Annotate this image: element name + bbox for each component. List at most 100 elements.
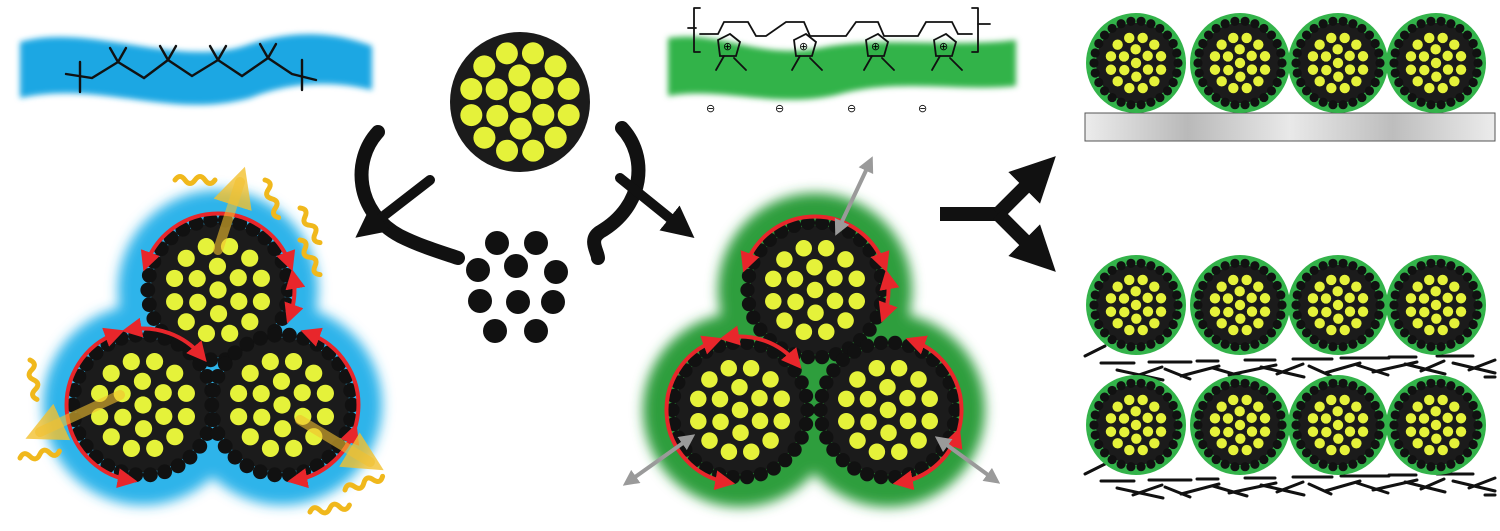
fiber [1355, 481, 1390, 495]
shell-bead [665, 402, 680, 418]
substrate-bar [1084, 112, 1496, 142]
particle-spot [1412, 76, 1423, 87]
particle-spot [496, 139, 519, 162]
particle-spot [720, 443, 738, 460]
shell-bead [1394, 400, 1404, 411]
particle-spot [773, 412, 790, 430]
shell-bead [1162, 392, 1173, 402]
particle-spot [1259, 306, 1271, 317]
particle-spot [532, 103, 555, 126]
particle-spot [166, 269, 184, 288]
particle-spot [910, 432, 927, 449]
particle-spot [1142, 292, 1153, 304]
particle-spot [1137, 394, 1148, 406]
direction-arrow [934, 436, 1001, 484]
fiber [1371, 478, 1419, 492]
shell-bead [1194, 430, 1204, 440]
shell-bead [1116, 459, 1126, 469]
shell-bead [1259, 23, 1269, 34]
shell-bead [800, 402, 815, 418]
particle-spot [495, 42, 518, 65]
particle-spot [1223, 306, 1234, 318]
particle-spot [229, 269, 247, 287]
shell-bead [1090, 68, 1100, 78]
shell-bead [813, 402, 828, 418]
particle-spot [145, 353, 164, 371]
cation-label: ⊕ [723, 40, 732, 53]
particle-spot [849, 432, 866, 449]
particle-spot [544, 55, 567, 78]
shell-bead [862, 322, 877, 337]
particle-spot [1241, 394, 1252, 406]
particle-spot [1442, 50, 1453, 62]
shell-bead [1146, 381, 1156, 391]
particle-spot [1321, 306, 1332, 318]
particle-spot [1412, 39, 1423, 50]
particle-spot [1351, 281, 1362, 292]
particle-spot [1344, 306, 1356, 317]
particle-spot [1430, 44, 1441, 55]
shell-bead [1348, 97, 1358, 107]
shell-bead [1272, 280, 1282, 291]
shell-bead [1126, 100, 1136, 110]
shell-bead [1301, 272, 1312, 282]
shell-bead [753, 322, 768, 337]
shell-bead [1394, 439, 1404, 450]
shell-bead [800, 215, 816, 230]
shell-bead [1436, 378, 1446, 388]
particle-spot [1259, 413, 1271, 424]
particle-spot [460, 104, 483, 127]
shell-bead [1090, 430, 1100, 440]
particle-spot [1130, 419, 1142, 431]
particle-spot [711, 390, 729, 408]
particle-spot [1405, 413, 1417, 424]
red-arrow [284, 268, 306, 324]
shell-bead [1357, 23, 1367, 34]
particle-spot [1431, 313, 1442, 324]
shell-bead [746, 310, 761, 325]
shell-bead [1146, 97, 1156, 107]
particle-spot [166, 293, 184, 311]
shell-bead [1472, 290, 1482, 300]
shell-bead [1328, 378, 1338, 388]
shell-bead [1090, 290, 1100, 300]
particle-spot [795, 323, 813, 340]
shell-bead [1455, 265, 1465, 276]
particle-spot [1131, 433, 1142, 444]
shell-bead [1203, 328, 1214, 338]
particle-spot [1209, 293, 1221, 304]
shell-bead [1099, 448, 1110, 458]
shell-bead [1211, 334, 1221, 345]
shell-bead [1390, 430, 1400, 440]
shell-bead [1462, 448, 1473, 458]
shell-bead [1468, 319, 1478, 330]
particle-spot [1222, 51, 1234, 62]
fiber [1211, 484, 1249, 498]
shell-bead [1116, 381, 1126, 391]
shell-bead [1266, 448, 1277, 458]
shell-bead [281, 327, 297, 343]
particle-spot [1124, 32, 1135, 44]
shell-bead [1116, 19, 1126, 29]
shell-bead [1259, 334, 1269, 345]
shell-bead [1292, 68, 1302, 78]
particle-spot [1449, 76, 1460, 87]
coated-particle [1086, 255, 1186, 355]
particle-spot [544, 126, 567, 149]
particle-spot [521, 42, 544, 65]
shell-bead [1394, 77, 1404, 88]
particle-spot [1442, 292, 1453, 304]
particle-spot [1223, 426, 1234, 438]
shell-bead [1455, 334, 1465, 345]
particle-spot [188, 270, 206, 288]
particle-spot [508, 64, 531, 87]
shell-bead [1266, 86, 1277, 96]
particle-spot [166, 428, 184, 446]
shell-bead [1309, 385, 1319, 396]
particle-spot [1222, 293, 1234, 304]
particle-spot [177, 313, 195, 331]
particle-spot [133, 372, 152, 390]
ion-chain [26, 357, 41, 402]
particle-spot [1246, 412, 1257, 424]
